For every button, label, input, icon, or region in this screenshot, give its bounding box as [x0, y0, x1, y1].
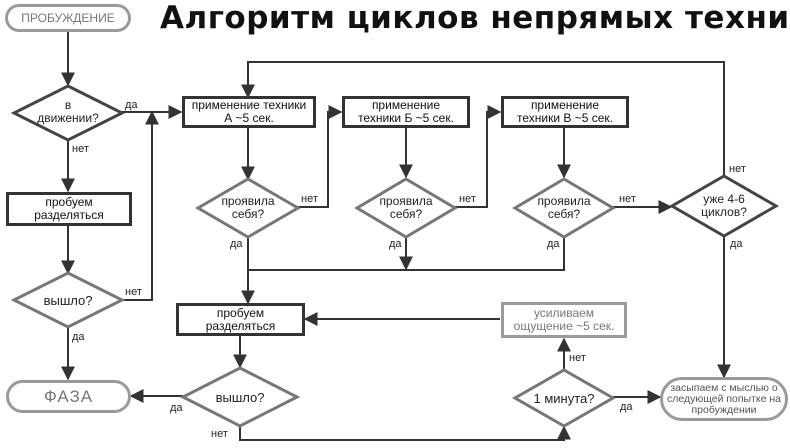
- edge-label-manifest-a-yes: да: [230, 238, 243, 250]
- node-cycles-label: уже 4-6 циклов?: [701, 192, 747, 219]
- diamond-worked-1: [10, 271, 126, 329]
- diagram-title: Алгоритм циклов непрямых техник: [160, 0, 790, 36]
- node-tech-v: применение техники В ~5 сек.: [501, 96, 629, 128]
- node-try-separate-1-label: пробуем разделяться: [34, 195, 104, 222]
- diamond-minute: [511, 368, 617, 428]
- node-manifest-v-label: проявила себя?: [537, 194, 591, 221]
- edge-label-worked-2-yes: да: [170, 402, 183, 414]
- node-manifest-v: проявила себя?: [534, 193, 594, 223]
- diamond-manifest-v: [512, 177, 616, 239]
- node-worked-2-label: вышло?: [215, 389, 265, 405]
- node-worked-1-label: вышло?: [43, 292, 93, 308]
- node-minute-label: 1 минута?: [533, 390, 595, 406]
- edge-label-manifest-b-no: нет: [459, 193, 476, 205]
- edge-label-cycles-yes: да: [730, 238, 743, 250]
- edge-label-worked-1-no: нет: [125, 286, 142, 298]
- node-tech-a-label: применение техники А ~5 сек.: [191, 98, 307, 125]
- diamond-manifest-a: [195, 177, 301, 239]
- node-wake-label: ПРОБУЖДЕНИЕ: [21, 11, 115, 25]
- node-manifest-a: проявила себя?: [218, 193, 278, 223]
- node-phase-label: ФАЗА: [43, 386, 94, 406]
- edge-label-manifest-v-no: нет: [619, 193, 636, 205]
- edge-label-worked-1-yes: да: [72, 331, 85, 343]
- diamond-in-motion: [10, 84, 126, 142]
- node-tech-a: применение техники А ~5 сек.: [182, 96, 316, 128]
- node-manifest-b: проявила себя?: [376, 193, 436, 223]
- node-fall-asleep: засыпаем с мыслью о следующей попытке на…: [660, 377, 788, 421]
- node-intensify: усиливаем ощущение ~5 сек.: [501, 302, 627, 338]
- node-in-motion-label: в движении?: [37, 98, 99, 125]
- diamond-worked-2: [179, 366, 301, 428]
- node-worked-1: вышло?: [30, 290, 106, 310]
- node-phase: ФАЗА: [6, 380, 131, 413]
- edge-label-cycles-no: нет: [729, 163, 746, 175]
- edge-label-manifest-a-no: нет: [301, 193, 318, 205]
- node-tech-v-label: применение техники В ~5 сек.: [517, 98, 613, 125]
- node-worked-2: вышло?: [200, 387, 280, 407]
- node-intensify-label: усиливаем ощущение ~5 сек.: [513, 306, 615, 333]
- node-manifest-b-label: проявила себя?: [379, 194, 433, 221]
- diamond-manifest-b: [354, 177, 458, 239]
- node-tech-b-label: применение техники Б ~5 сек.: [358, 98, 454, 125]
- diamond-cycles: [668, 174, 780, 238]
- node-minute: 1 минута?: [524, 388, 604, 408]
- edge-label-in-motion-no: нет: [72, 143, 89, 155]
- node-try-separate-2: пробуем разделяться: [176, 303, 305, 336]
- node-fall-asleep-label: засыпаем с мыслью о следующей попытке на…: [666, 381, 782, 416]
- node-wake: ПРОБУЖДЕНИЕ: [5, 4, 131, 32]
- edge-label-manifest-v-yes: да: [547, 238, 560, 250]
- node-cycles: уже 4-6 циклов?: [694, 191, 754, 221]
- edge-label-worked-2-no: нет: [211, 428, 228, 440]
- node-try-separate-1: пробуем разделяться: [6, 192, 132, 226]
- node-tech-b: применение техники Б ~5 сек.: [342, 96, 470, 128]
- node-try-separate-2-label: пробуем разделяться: [205, 305, 276, 333]
- edge-label-manifest-b-yes: да: [389, 238, 402, 250]
- node-in-motion: в движении?: [34, 96, 102, 128]
- edge-label-minute-yes: да: [620, 401, 633, 413]
- edge-label-minute-no: нет: [569, 352, 586, 364]
- node-manifest-a-label: проявила себя?: [221, 194, 275, 221]
- edge-label-in-motion-yes: да: [125, 99, 138, 111]
